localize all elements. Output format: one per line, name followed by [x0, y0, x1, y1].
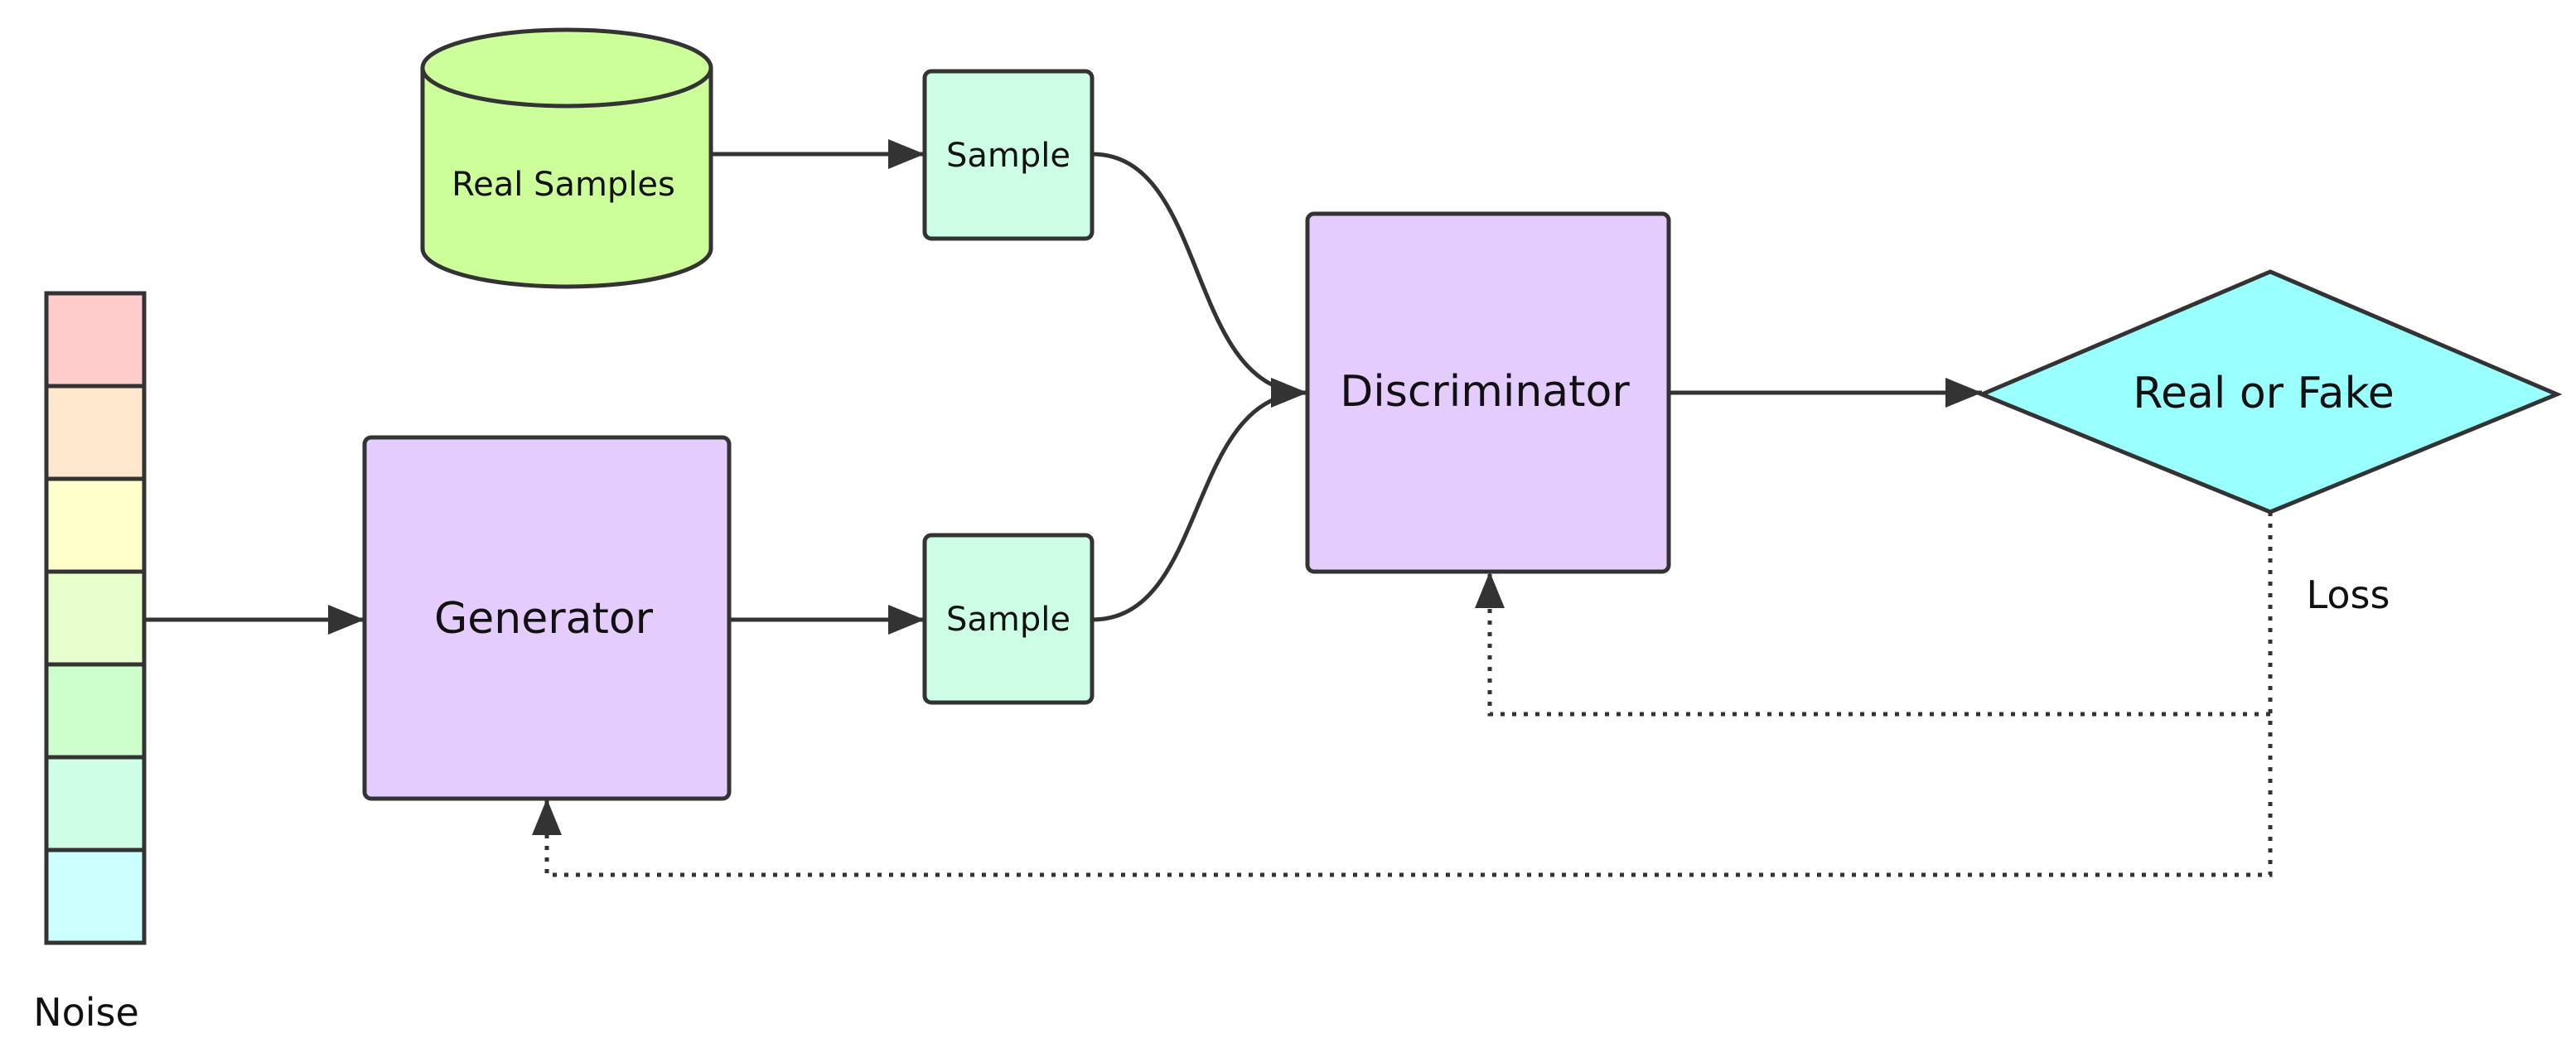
- noise-cell: [44, 291, 147, 389]
- edge-sample-bottom-to-discriminator: [1091, 378, 1308, 622]
- discriminator-node: Discriminator: [1305, 211, 1671, 574]
- real-samples-cylinder-body: [420, 68, 713, 289]
- sample-top-label: Sample: [946, 137, 1071, 175]
- edge-sample-top-to-discriminator: [1091, 152, 1308, 408]
- discriminator-label: Discriminator: [1340, 367, 1630, 417]
- generator-node: Generator: [362, 435, 732, 801]
- noise-cell: [44, 755, 147, 852]
- noise-cell: [44, 384, 147, 481]
- noise-vector: [44, 291, 147, 945]
- real-samples-label: Real Samples: [452, 166, 675, 204]
- real-samples-cylinder-top: [420, 27, 713, 109]
- noise-cell: [44, 476, 147, 574]
- sample-bottom-node: Sample: [922, 533, 1095, 705]
- real-or-fake-decision: Real or Fake: [1976, 269, 2563, 514]
- sample-top-node: Sample: [922, 69, 1095, 241]
- real-samples-database: Real Samples: [420, 27, 713, 289]
- decision-diamond: [1976, 269, 2563, 514]
- loss-label: Loss: [2307, 572, 2390, 617]
- noise-cell: [44, 662, 147, 760]
- edge-loss-to-discriminator: [1475, 572, 2270, 717]
- noise-cell: [44, 848, 147, 945]
- edge-loss-to-generator: [532, 512, 2273, 877]
- sample-bottom-label: Sample: [946, 601, 1071, 639]
- noise-cell: [44, 569, 147, 667]
- generator-label: Generator: [434, 594, 654, 644]
- noise-label: Noise: [33, 990, 139, 1035]
- decision-label: Real or Fake: [2133, 369, 2395, 418]
